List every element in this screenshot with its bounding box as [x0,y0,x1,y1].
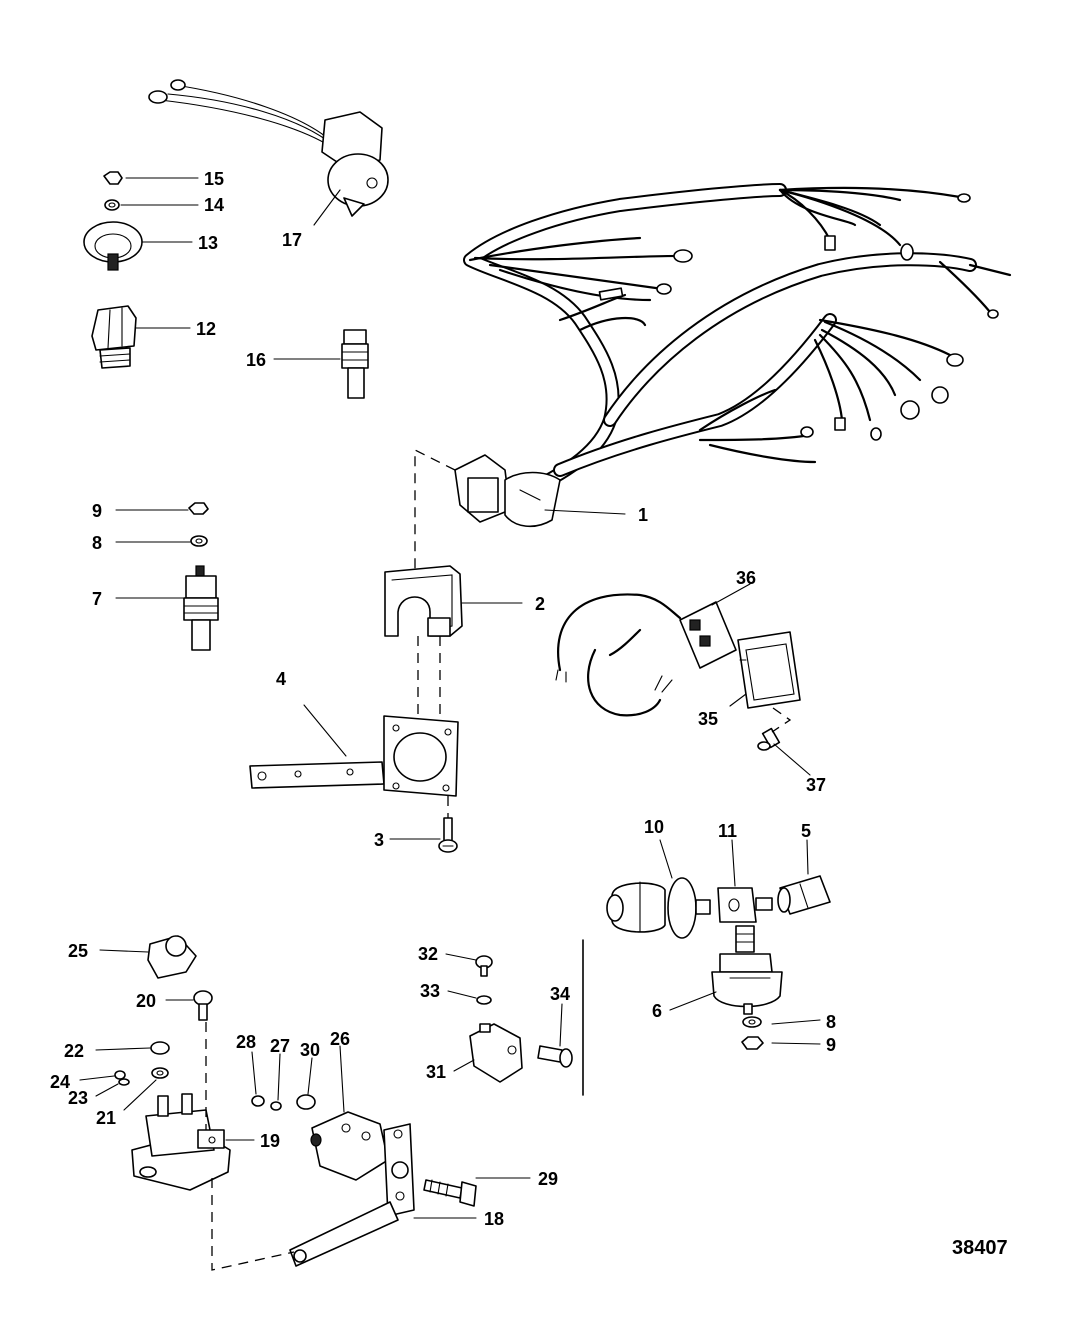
part-33-washer [476,995,492,1005]
callout-3: 3 [374,830,384,850]
part-8-washer-right [742,1016,762,1028]
part-19-solenoid [131,1093,231,1191]
part-26-solenoid [310,1111,389,1181]
part-18-plate [289,1123,415,1267]
callout-30: 30 [300,1040,320,1060]
callout-25: 25 [68,941,88,961]
leader-lines [79,177,821,1219]
callout-11: 11 [718,821,737,841]
part-27-washer [270,1101,282,1111]
callout-36: 36 [736,568,756,588]
part-12-adapter [91,305,137,369]
callout-24: 24 [50,1072,70,1092]
dashed-alignment-lines [205,448,792,1271]
callout-12: 12 [196,319,216,339]
callout-20: 20 [136,991,156,1011]
part-34-screw [537,1045,573,1068]
part-32-screw [475,955,493,977]
callout-35: 35 [698,709,718,729]
callout-14: 14 [204,195,224,215]
part-22-nut [150,1041,170,1055]
callout-21: 21 [96,1108,116,1128]
part-11-tee-fitting [717,887,773,923]
callout-labels: 15 14 13 12 17 16 1 2 4 3 9 8 7 36 35 37… [50,169,836,1229]
part-1-wiring-harness [454,183,1012,528]
part-31-switch [469,1023,523,1083]
part-16-sender [341,329,369,399]
part-28-nut [251,1095,265,1107]
figure-number: 38407 [952,1237,1008,1259]
part-9-nut-right [741,1036,764,1050]
part-25-boot [147,935,197,979]
callout-10: 10 [644,817,664,837]
part-21-washer [151,1067,169,1079]
callout-9-right: 9 [826,1035,836,1055]
part-7-sender [183,565,219,651]
callout-6: 6 [652,1001,662,1021]
part-5-coupler [777,875,831,915]
part-6-pressure-switch [711,925,783,1015]
callout-7: 7 [92,589,102,609]
part-37-screw [757,727,781,751]
callout-1: 1 [638,505,648,525]
callout-16: 16 [246,350,266,370]
part-30-nut [296,1094,316,1110]
callout-28: 28 [236,1032,256,1052]
part-29-bolt [423,1179,477,1207]
part-20-screw [193,990,213,1021]
part-2-cover [384,565,463,637]
callout-29: 29 [538,1169,558,1189]
part-35-regulator [737,631,801,709]
part-13-sender [83,221,143,271]
part-10-sender [606,877,711,939]
callout-2: 2 [535,594,545,614]
callout-32: 32 [418,944,438,964]
part-23-washer [118,1078,130,1086]
callout-33: 33 [420,981,440,1001]
callout-19: 19 [260,1131,280,1151]
part-17-coil [148,79,389,217]
callout-4: 4 [276,669,286,689]
part-4-bracket [249,715,459,797]
callout-5: 5 [801,821,811,841]
callout-18: 18 [484,1209,504,1229]
callout-22: 22 [64,1041,84,1061]
callout-8-right: 8 [826,1012,836,1032]
callout-17: 17 [282,230,302,250]
part-9-nut-left [188,502,209,515]
part-36-regulator-leads [555,593,737,717]
callout-37: 37 [806,775,826,795]
callout-26: 26 [330,1029,350,1049]
callout-31: 31 [426,1062,446,1082]
callout-27: 27 [270,1036,290,1056]
callout-8-left: 8 [92,533,102,553]
callout-34: 34 [550,984,570,1004]
callout-13: 13 [198,233,218,253]
part-15-nut [103,171,123,185]
part-24-nut [114,1070,126,1080]
callout-23: 23 [68,1088,88,1108]
part-8-washer-left [190,535,208,547]
callout-9-left: 9 [92,501,102,521]
part-14-washer [104,199,120,211]
callout-15: 15 [204,169,224,189]
part-3-screw [438,817,458,853]
